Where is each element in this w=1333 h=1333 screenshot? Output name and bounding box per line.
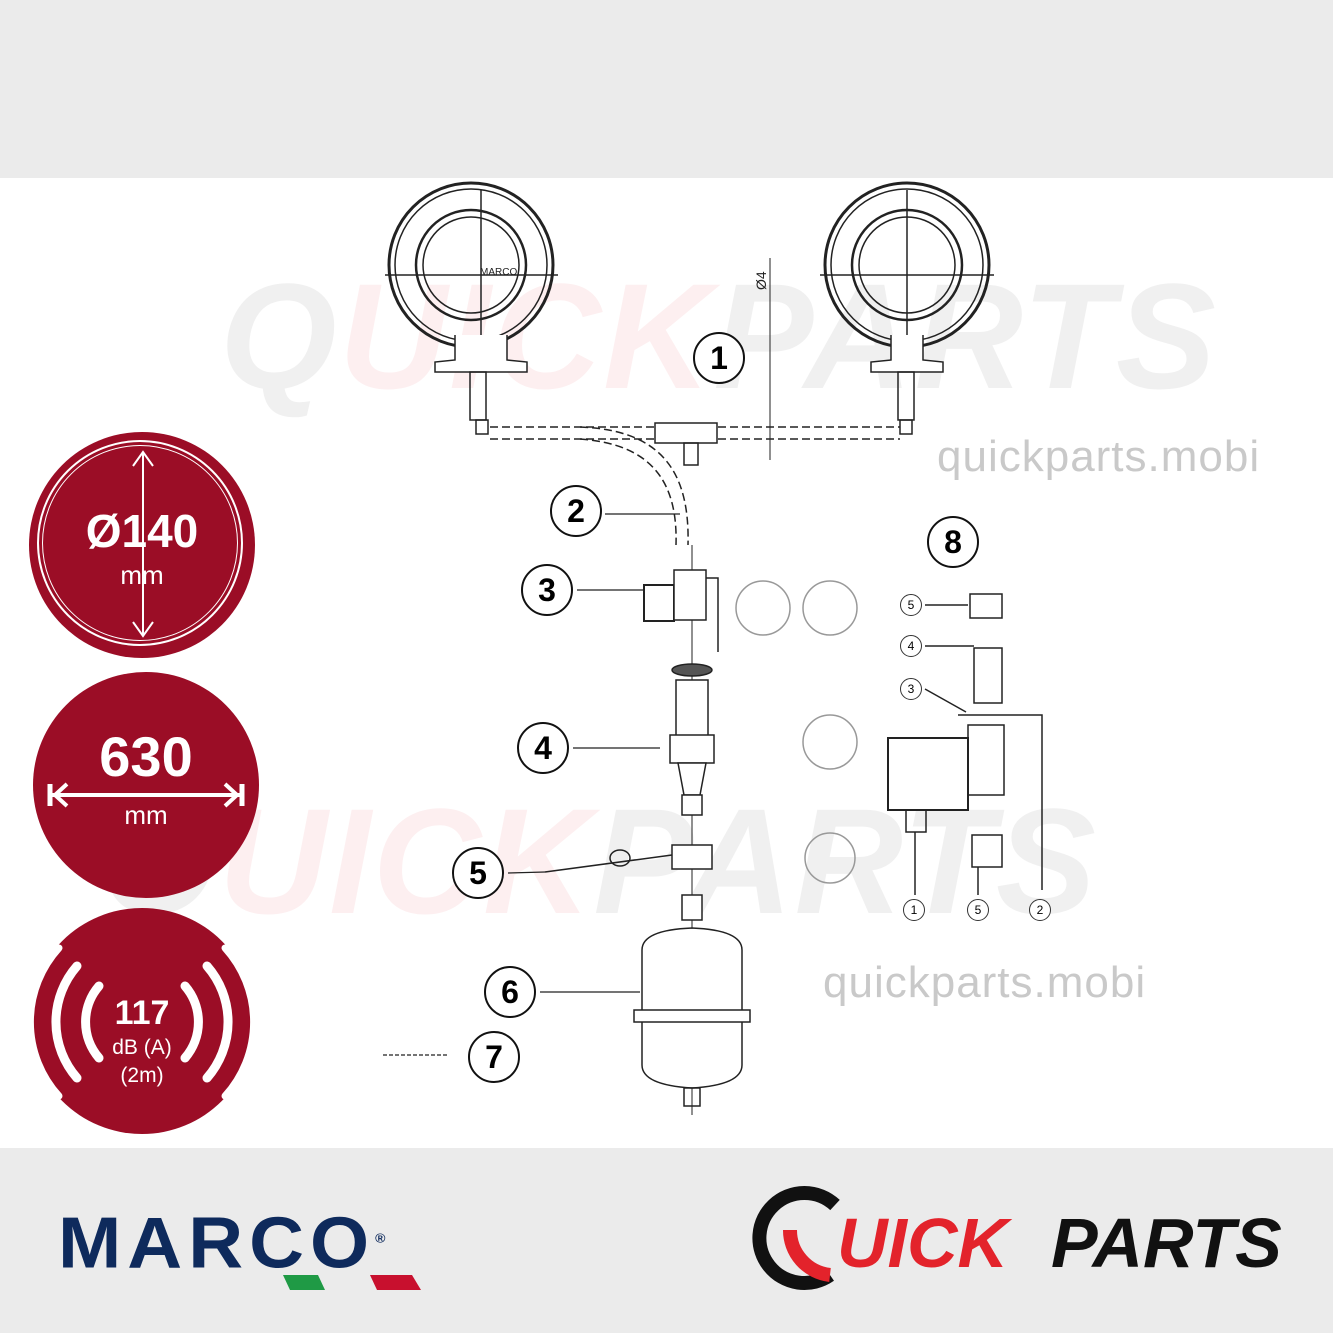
inset-valve-detail (887, 593, 1043, 895)
length-badge: 630 mm (33, 672, 259, 898)
inset-callout: 5 (967, 899, 989, 921)
watermark-q: Q (220, 252, 339, 420)
drain-valve (544, 844, 713, 921)
length-value: 630 (99, 725, 193, 788)
sound-distance: (2m) (120, 1064, 164, 1087)
sound-unit: dB (A) (112, 1036, 172, 1059)
flag-red (370, 1275, 421, 1290)
tee-outlet (683, 442, 699, 466)
callout-4: 4 (517, 722, 569, 774)
horizontal-arrow-icon (47, 782, 245, 808)
inset-callout: 2 (1029, 899, 1051, 921)
top-band (0, 0, 1333, 178)
solenoid-valve (643, 569, 719, 652)
callout-8: 8 (927, 516, 979, 568)
badge-ring (37, 440, 243, 646)
air-tank (633, 927, 751, 1107)
watermark-url-2: quickparts.mobi (823, 958, 1147, 1007)
watermark-parts: PARTS (713, 252, 1218, 420)
callout-6: 6 (484, 966, 536, 1018)
sound-badge: 117 dB (A) (2m) (29, 908, 255, 1134)
usage-icons (735, 580, 858, 884)
callout-1: 1 (693, 332, 745, 384)
quickparts-uick: UICK (837, 1204, 1009, 1282)
horn-right (820, 181, 994, 435)
watermark-uick: UICK (218, 777, 594, 945)
quickparts-q-icon (752, 1186, 840, 1290)
diameter-badge: Ø140 mm (29, 432, 255, 658)
length-unit: mm (124, 800, 168, 830)
callout-5: 5 (452, 847, 504, 899)
diameter-value: Ø140 (85, 505, 199, 557)
marco-logo: MARCO® (58, 1202, 391, 1285)
callout-2: 2 (550, 485, 602, 537)
pressure-switch (669, 663, 715, 816)
vertical-arrow-icon (132, 450, 154, 638)
inset-callout: 4 (900, 635, 922, 657)
bottom-band (0, 1148, 1333, 1333)
badge-ring-inner (42, 445, 238, 641)
marco-wordmark: MARCO (58, 1203, 376, 1284)
horn-left (385, 181, 558, 435)
sound-waves-icon (29, 944, 255, 1100)
flag-green (283, 1275, 325, 1290)
callout-3: 3 (521, 564, 573, 616)
quickparts-parts: PARTS (1051, 1204, 1282, 1282)
dimension-label: Ø4 (753, 271, 769, 290)
watermark-url: quickparts.mobi (937, 432, 1261, 481)
registered-mark: ® (375, 1230, 392, 1246)
inset-callout: 1 (903, 899, 925, 921)
horn-label: MARCO (480, 267, 517, 278)
sound-value: 117 (114, 994, 170, 1032)
inset-callout: 5 (900, 594, 922, 616)
diameter-unit: mm (120, 560, 164, 590)
inset-callout: 3 (900, 678, 922, 700)
callout-leaders (383, 513, 680, 1056)
callout-7: 7 (468, 1031, 520, 1083)
